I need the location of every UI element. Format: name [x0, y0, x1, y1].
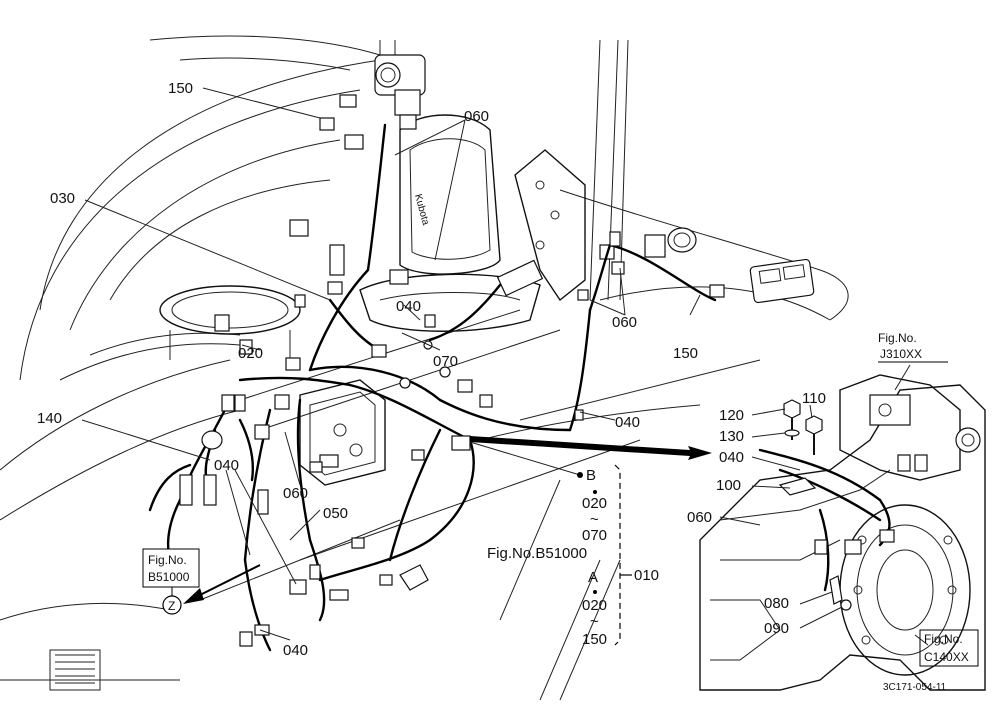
callout-040-right: 040: [615, 414, 640, 431]
harness-range-list: B 020 ~ 070 Fig.No.B51000 A 020 ~ 150 01…: [487, 464, 659, 648]
callout-040-mid: 040: [396, 298, 421, 315]
fig-ref-top-right-line2: J310XX: [880, 347, 922, 361]
drawing-code: 3C171-054-11: [883, 682, 947, 693]
range-a-end: 150: [582, 631, 607, 648]
steering-wheel: [159, 285, 301, 360]
range-a-tilde: ~: [590, 613, 599, 630]
callout-labels: 150 060 030 040 070 060 150 020 040 140 …: [37, 80, 698, 659]
fig-ref-bottom-right-line2: C140XX: [924, 650, 969, 664]
fig-ref-bottom-right-line1: Fig.No.: [924, 632, 963, 646]
tractor-body-outline: [0, 35, 849, 701]
connectors: [179, 219, 625, 647]
detail-callout-090: 090: [764, 620, 789, 637]
range-a-start: 020: [582, 597, 607, 614]
fig-ref-left: Fig.No. B51000 Z: [142, 548, 200, 615]
range-b-tilde: ~: [590, 511, 599, 528]
callout-030: 030: [50, 190, 75, 207]
range-b-label: B: [586, 467, 596, 484]
leader-lines: [81, 87, 701, 641]
callout-060-bottom: 060: [283, 485, 308, 502]
range-fig-ref: Fig.No.B51000: [487, 545, 587, 562]
detail-callout-080: 080: [764, 595, 789, 612]
seat-brand-text: Kubota: [412, 193, 431, 227]
detail-arrow: [470, 436, 712, 460]
side-panel: [514, 149, 586, 302]
operator-seat: Kubota: [359, 114, 541, 332]
callout-040-bottom: 040: [283, 642, 308, 659]
callout-140: 140: [37, 410, 62, 427]
main-wiring-harness: [148, 123, 717, 652]
callout-060-top: 060: [464, 108, 489, 125]
range-b-end: 070: [582, 527, 607, 544]
callout-020: 020: [238, 345, 263, 362]
fig-ref-left-line2: B51000: [148, 570, 190, 584]
callout-070-mid: 070: [433, 353, 458, 370]
callout-150-top: 150: [168, 80, 193, 97]
range-a-label: A: [588, 569, 598, 586]
detail-callout-130: 130: [719, 428, 744, 445]
fig-ref-top-right-line1: Fig.No.: [878, 331, 917, 345]
detail-callout-060: 060: [687, 509, 712, 526]
detail-view: 120 110 130 040 100 060 080 090 Fig.No. …: [687, 331, 986, 691]
callout-060-right: 060: [612, 314, 637, 331]
fig-ref-left-line1: Fig.No.: [148, 553, 187, 567]
view-z-label: Z: [168, 599, 175, 613]
detail-callout-100: 100: [716, 477, 741, 494]
top-work-lamp: [319, 54, 426, 150]
rear-right-lamp: [599, 227, 815, 304]
view-z-arrow: [183, 564, 261, 604]
callout-040-left: 040: [214, 457, 239, 474]
detail-callout-120: 120: [719, 407, 744, 424]
callout-010: 010: [634, 567, 659, 584]
detail-callout-110: 110: [802, 390, 826, 407]
range-b-start: 020: [582, 495, 607, 512]
detail-callout-040: 040: [719, 449, 744, 466]
callout-150-right: 150: [673, 345, 698, 362]
callout-050: 050: [323, 505, 348, 522]
